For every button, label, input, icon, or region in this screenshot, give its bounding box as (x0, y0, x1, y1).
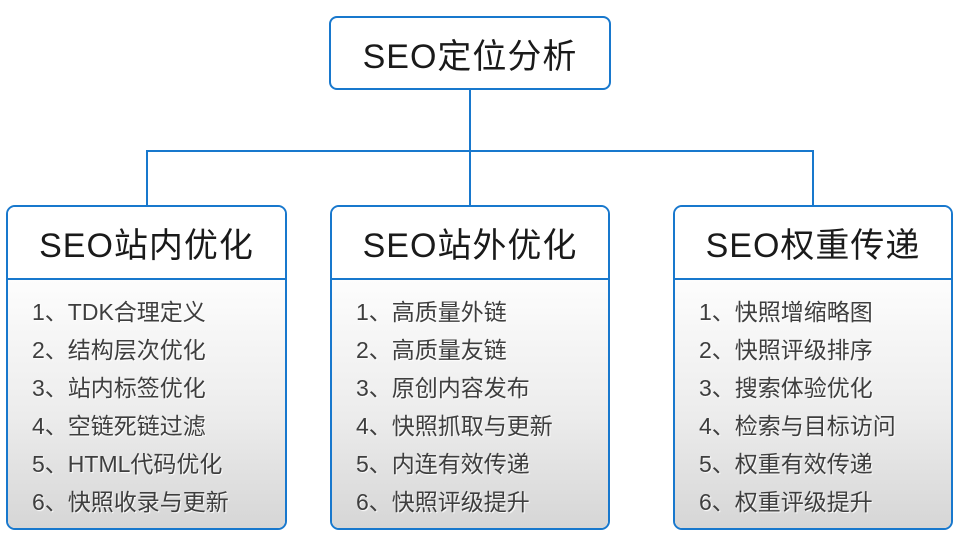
list-item: 5、HTML代码优化 (32, 451, 223, 477)
list-item: 3、原创内容发布 (356, 375, 530, 401)
column-offsite-header: SEO站外优化 (332, 207, 608, 280)
list-item: 4、检索与目标访问 (699, 413, 896, 439)
list-item: 5、内连有效传递 (356, 451, 530, 477)
list-item: 2、结构层次优化 (32, 337, 206, 363)
connector-drop-right-line (812, 150, 814, 207)
column-offsite-list: 1、高质量外链 2、高质量友链 3、原创内容发布 4、快照抓取与更新 5、内连有… (332, 280, 608, 528)
column-onsite-header: SEO站内优化 (8, 207, 285, 280)
connector-drop-left-line (146, 150, 148, 207)
column-weight-transfer: SEO权重传递 1、快照增缩略图 2、快照评级排序 3、搜索体验优化 4、检索与… (673, 205, 953, 530)
connector-horizontal-line (146, 150, 814, 152)
list-item: 3、站内标签优化 (32, 375, 206, 401)
root-node-label: SEO定位分析 (362, 37, 578, 76)
column-offsite-header-label: SEO站外优化 (362, 227, 578, 265)
list-item: 6、快照收录与更新 (32, 489, 229, 515)
list-item: 2、高质量友链 (356, 337, 507, 363)
list-item: 2、快照评级排序 (699, 337, 873, 363)
list-item: 6、权重评级提升 (699, 489, 873, 515)
column-weight-list: 1、快照增缩略图 2、快照评级排序 3、搜索体验优化 4、检索与目标访问 5、权… (675, 280, 951, 528)
list-item: 4、快照抓取与更新 (356, 413, 553, 439)
root-node: SEO定位分析 (329, 16, 611, 90)
list-item: 6、快照评级提升 (356, 489, 530, 515)
list-item: 5、权重有效传递 (699, 451, 873, 477)
connector-stem-line (469, 90, 471, 150)
column-offsite-optimization: SEO站外优化 1、高质量外链 2、高质量友链 3、原创内容发布 4、快照抓取与… (330, 205, 610, 530)
list-item: 1、高质量外链 (356, 299, 507, 325)
column-weight-header: SEO权重传递 (675, 207, 951, 280)
column-onsite-header-label: SEO站内优化 (39, 227, 254, 265)
connector-drop-center-line (469, 150, 471, 207)
list-item: 3、搜索体验优化 (699, 375, 873, 401)
column-onsite-list: 1、TDK合理定义 2、结构层次优化 3、站内标签优化 4、空链死链过滤 5、H… (8, 280, 285, 528)
column-weight-header-label: SEO权重传递 (705, 227, 921, 265)
list-item: 1、快照增缩略图 (699, 299, 873, 325)
column-onsite-optimization: SEO站内优化 1、TDK合理定义 2、结构层次优化 3、站内标签优化 4、空链… (6, 205, 287, 530)
list-item: 4、空链死链过滤 (32, 413, 206, 439)
list-item: 1、TDK合理定义 (32, 299, 206, 325)
